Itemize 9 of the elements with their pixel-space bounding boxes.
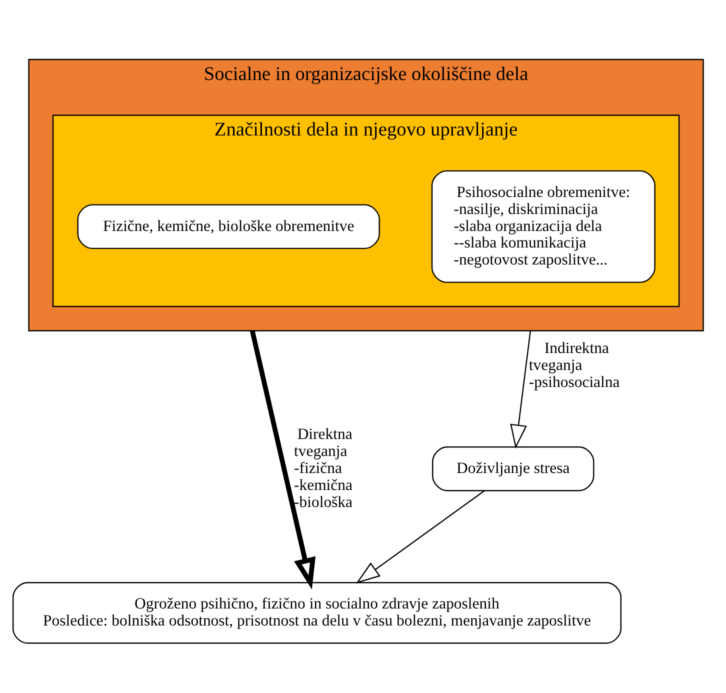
edge-label: Indirektna tveganja -psihosocialna xyxy=(528,340,620,391)
arrow xyxy=(250,330,316,590)
node-box: Psihosocialne obremenitve: -nasilje, diskriminacija -slaba organizacija dela --slaba komunikacija -negotovost zaposlitve... xyxy=(431,170,656,283)
node-box: Ogroženo psihično, fizično in socialno zdravje zaposlenih Posledice: bolniška odsotnost, prisotnost na delu v času bolezni, menjavanje zaposlitve xyxy=(12,582,622,644)
node-box: Doživljanje stresa xyxy=(432,446,594,492)
arrow xyxy=(356,490,485,584)
node-box: Fizične, kemične, biološke obremenitve xyxy=(77,204,380,250)
edge-label: Direktna tveganja -fizična -kemična -biološka xyxy=(294,426,353,511)
arrow xyxy=(510,330,532,449)
